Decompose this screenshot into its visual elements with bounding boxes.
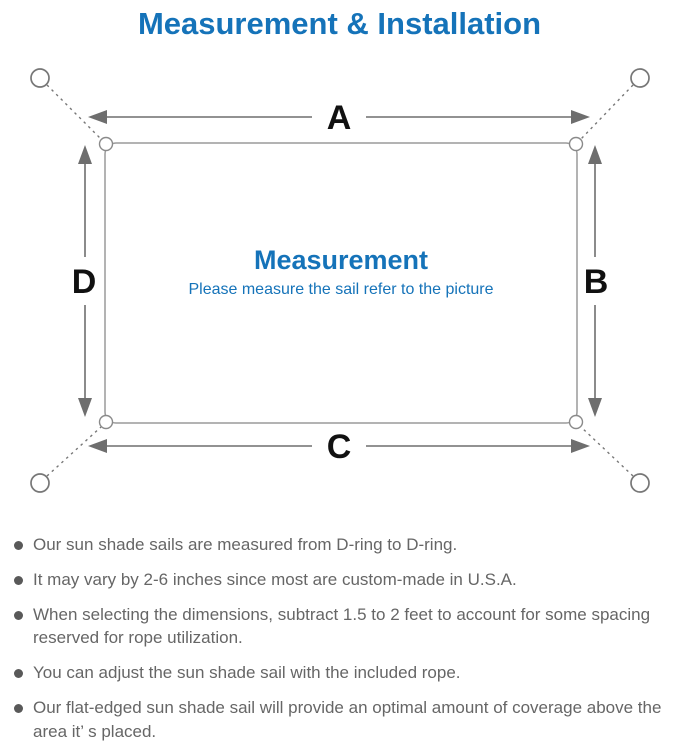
d-ring-bump-top-right-icon — [568, 136, 584, 152]
bullet-icon — [14, 541, 23, 550]
dim-label-d: D — [72, 263, 97, 301]
note-text: When selecting the dimensions, subtract … — [33, 604, 651, 648]
dim-a-arrow-right-icon — [571, 110, 590, 124]
note-item: You can adjust the sun shade sail with t… — [12, 661, 673, 685]
measurement-diagram: A C D B Measurement Please measure the s… — [0, 55, 679, 525]
note-item: When selecting the dimensions, subtract … — [12, 603, 673, 651]
anchor-ring-top-left-icon — [30, 68, 50, 88]
tether-line-top-left — [46, 84, 102, 140]
anchor-ring-top-right-icon — [630, 68, 650, 88]
anchor-ring-bottom-right-icon — [630, 473, 650, 493]
dim-label-b: B — [584, 263, 609, 301]
tether-line-bottom-right — [580, 426, 634, 477]
sail-outline — [104, 142, 578, 424]
note-text: You can adjust the sun shade sail with t… — [33, 663, 461, 683]
bullet-icon — [14, 575, 23, 585]
tether-line-top-right — [580, 84, 634, 140]
anchor-ring-bottom-left-icon — [30, 473, 50, 493]
dim-b-arrow-up-icon — [588, 145, 602, 164]
dim-d-arrow-up-icon — [78, 145, 92, 164]
dim-label-a: A — [327, 99, 352, 137]
bullet-icon — [14, 610, 23, 620]
dim-c-arrow-right-icon — [571, 439, 590, 453]
note-text: It may vary by 2-6 inches since most are… — [33, 569, 517, 589]
dim-c-arrow-left-icon — [88, 439, 107, 453]
note-text: Our sun shade sails are measured from D-… — [33, 535, 458, 554]
bullet-icon — [14, 669, 23, 679]
diagram-center-title: Measurement — [254, 245, 428, 275]
note-text: Our flat-edged sun shade sail will provi… — [33, 697, 662, 741]
page-title: Measurement & Installation — [137, 6, 542, 41]
notes-list: Our sun shade sails are measured from D-… — [0, 525, 679, 744]
dim-a-arrow-left-icon — [88, 110, 107, 124]
sail-diagram-svg: A C D B Measurement Please measure the s… — [30, 68, 650, 493]
diagram-center-subtitle: Please measure the sail refer to the pic… — [188, 281, 493, 298]
d-ring-bump-bottom-right-icon — [568, 414, 584, 430]
dim-label-c: C — [327, 428, 352, 466]
dim-d-arrow-down-icon — [78, 398, 92, 417]
note-item: Our flat-edged sun shade sail will provi… — [12, 696, 673, 744]
d-ring-bump-top-left-icon — [98, 136, 114, 152]
note-item: It may vary by 2-6 inches since most are… — [12, 568, 673, 592]
d-ring-bump-bottom-left-icon — [98, 414, 114, 430]
tether-line-bottom-left — [46, 426, 102, 477]
bullet-icon — [14, 703, 23, 713]
note-item: Our sun shade sails are measured from D-… — [12, 533, 673, 557]
dim-b-arrow-down-icon — [588, 398, 602, 417]
